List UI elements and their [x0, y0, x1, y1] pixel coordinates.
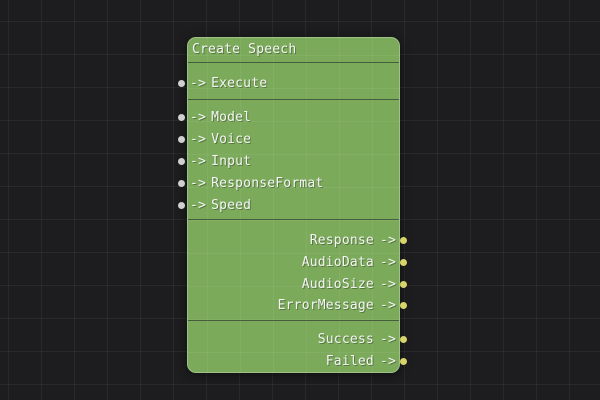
pin-failed-out[interactable] [400, 358, 407, 365]
output-label-success: Success [317, 332, 374, 347]
pin-arrow-icon: -> [190, 176, 207, 191]
exec-arrow-icon: -> [379, 354, 396, 369]
output-row-response: Response -> [310, 233, 396, 249]
input-row-input: -> Input [190, 154, 251, 170]
exec-arrow-icon: -> [379, 332, 396, 347]
pin-arrow-icon: -> [190, 198, 207, 213]
input-label-execute: Execute [211, 76, 268, 91]
pin-success-out[interactable] [400, 336, 407, 343]
pin-voice-in[interactable] [178, 136, 185, 143]
pin-arrow-icon: -> [379, 298, 396, 313]
input-row-voice: -> Voice [190, 132, 251, 148]
pin-arrow-icon: -> [190, 110, 207, 125]
node-title: Create Speech [192, 42, 297, 57]
output-label-response: Response [309, 233, 374, 248]
input-label-voice: Voice [211, 132, 252, 147]
input-row-speed: -> Speed [190, 198, 251, 214]
create-speech-node[interactable]: Create Speech ->Execute ->Model ->Voice … [178, 37, 407, 373]
pin-arrow-icon: -> [379, 255, 396, 270]
output-row-errormessage: ErrorMessage -> [278, 298, 396, 314]
pin-arrow-icon: -> [190, 132, 207, 147]
output-row-success: Success -> [318, 332, 396, 348]
pin-model-in[interactable] [178, 114, 185, 121]
outputs-exec-separator [188, 320, 399, 321]
input-label-speed: Speed [211, 198, 252, 213]
pin-execute-in[interactable] [178, 80, 185, 87]
title-separator [188, 62, 399, 63]
input-label-responseformat: ResponseFormat [211, 176, 324, 191]
output-label-audiosize: AudioSize [301, 277, 374, 292]
pin-arrow-icon: -> [379, 277, 396, 292]
pin-response-out[interactable] [400, 237, 407, 244]
output-label-errormessage: ErrorMessage [277, 298, 374, 313]
output-label-audiodata: AudioData [301, 255, 374, 270]
output-row-audiodata: AudioData -> [302, 255, 396, 271]
inputs-outputs-separator [188, 219, 399, 220]
pin-responseformat-in[interactable] [178, 180, 185, 187]
pin-speed-in[interactable] [178, 202, 185, 209]
pin-input-in[interactable] [178, 158, 185, 165]
input-row-model: -> Model [190, 110, 251, 126]
exec-separator [188, 99, 399, 100]
input-label-input: Input [211, 154, 252, 169]
input-label-model: Model [211, 110, 252, 125]
exec-arrow-icon: -> [190, 76, 207, 91]
pin-arrow-icon: -> [190, 154, 207, 169]
pin-errormessage-out[interactable] [400, 302, 407, 309]
pin-audiosize-out[interactable] [400, 281, 407, 288]
input-row-execute: -> Execute [190, 76, 267, 92]
pin-arrow-icon: -> [379, 233, 396, 248]
output-row-failed: Failed -> [326, 354, 396, 370]
output-label-failed: Failed [325, 354, 374, 369]
input-row-responseformat: -> ResponseFormat [190, 176, 323, 192]
output-row-audiosize: AudioSize -> [302, 277, 396, 293]
pin-audiodata-out[interactable] [400, 259, 407, 266]
